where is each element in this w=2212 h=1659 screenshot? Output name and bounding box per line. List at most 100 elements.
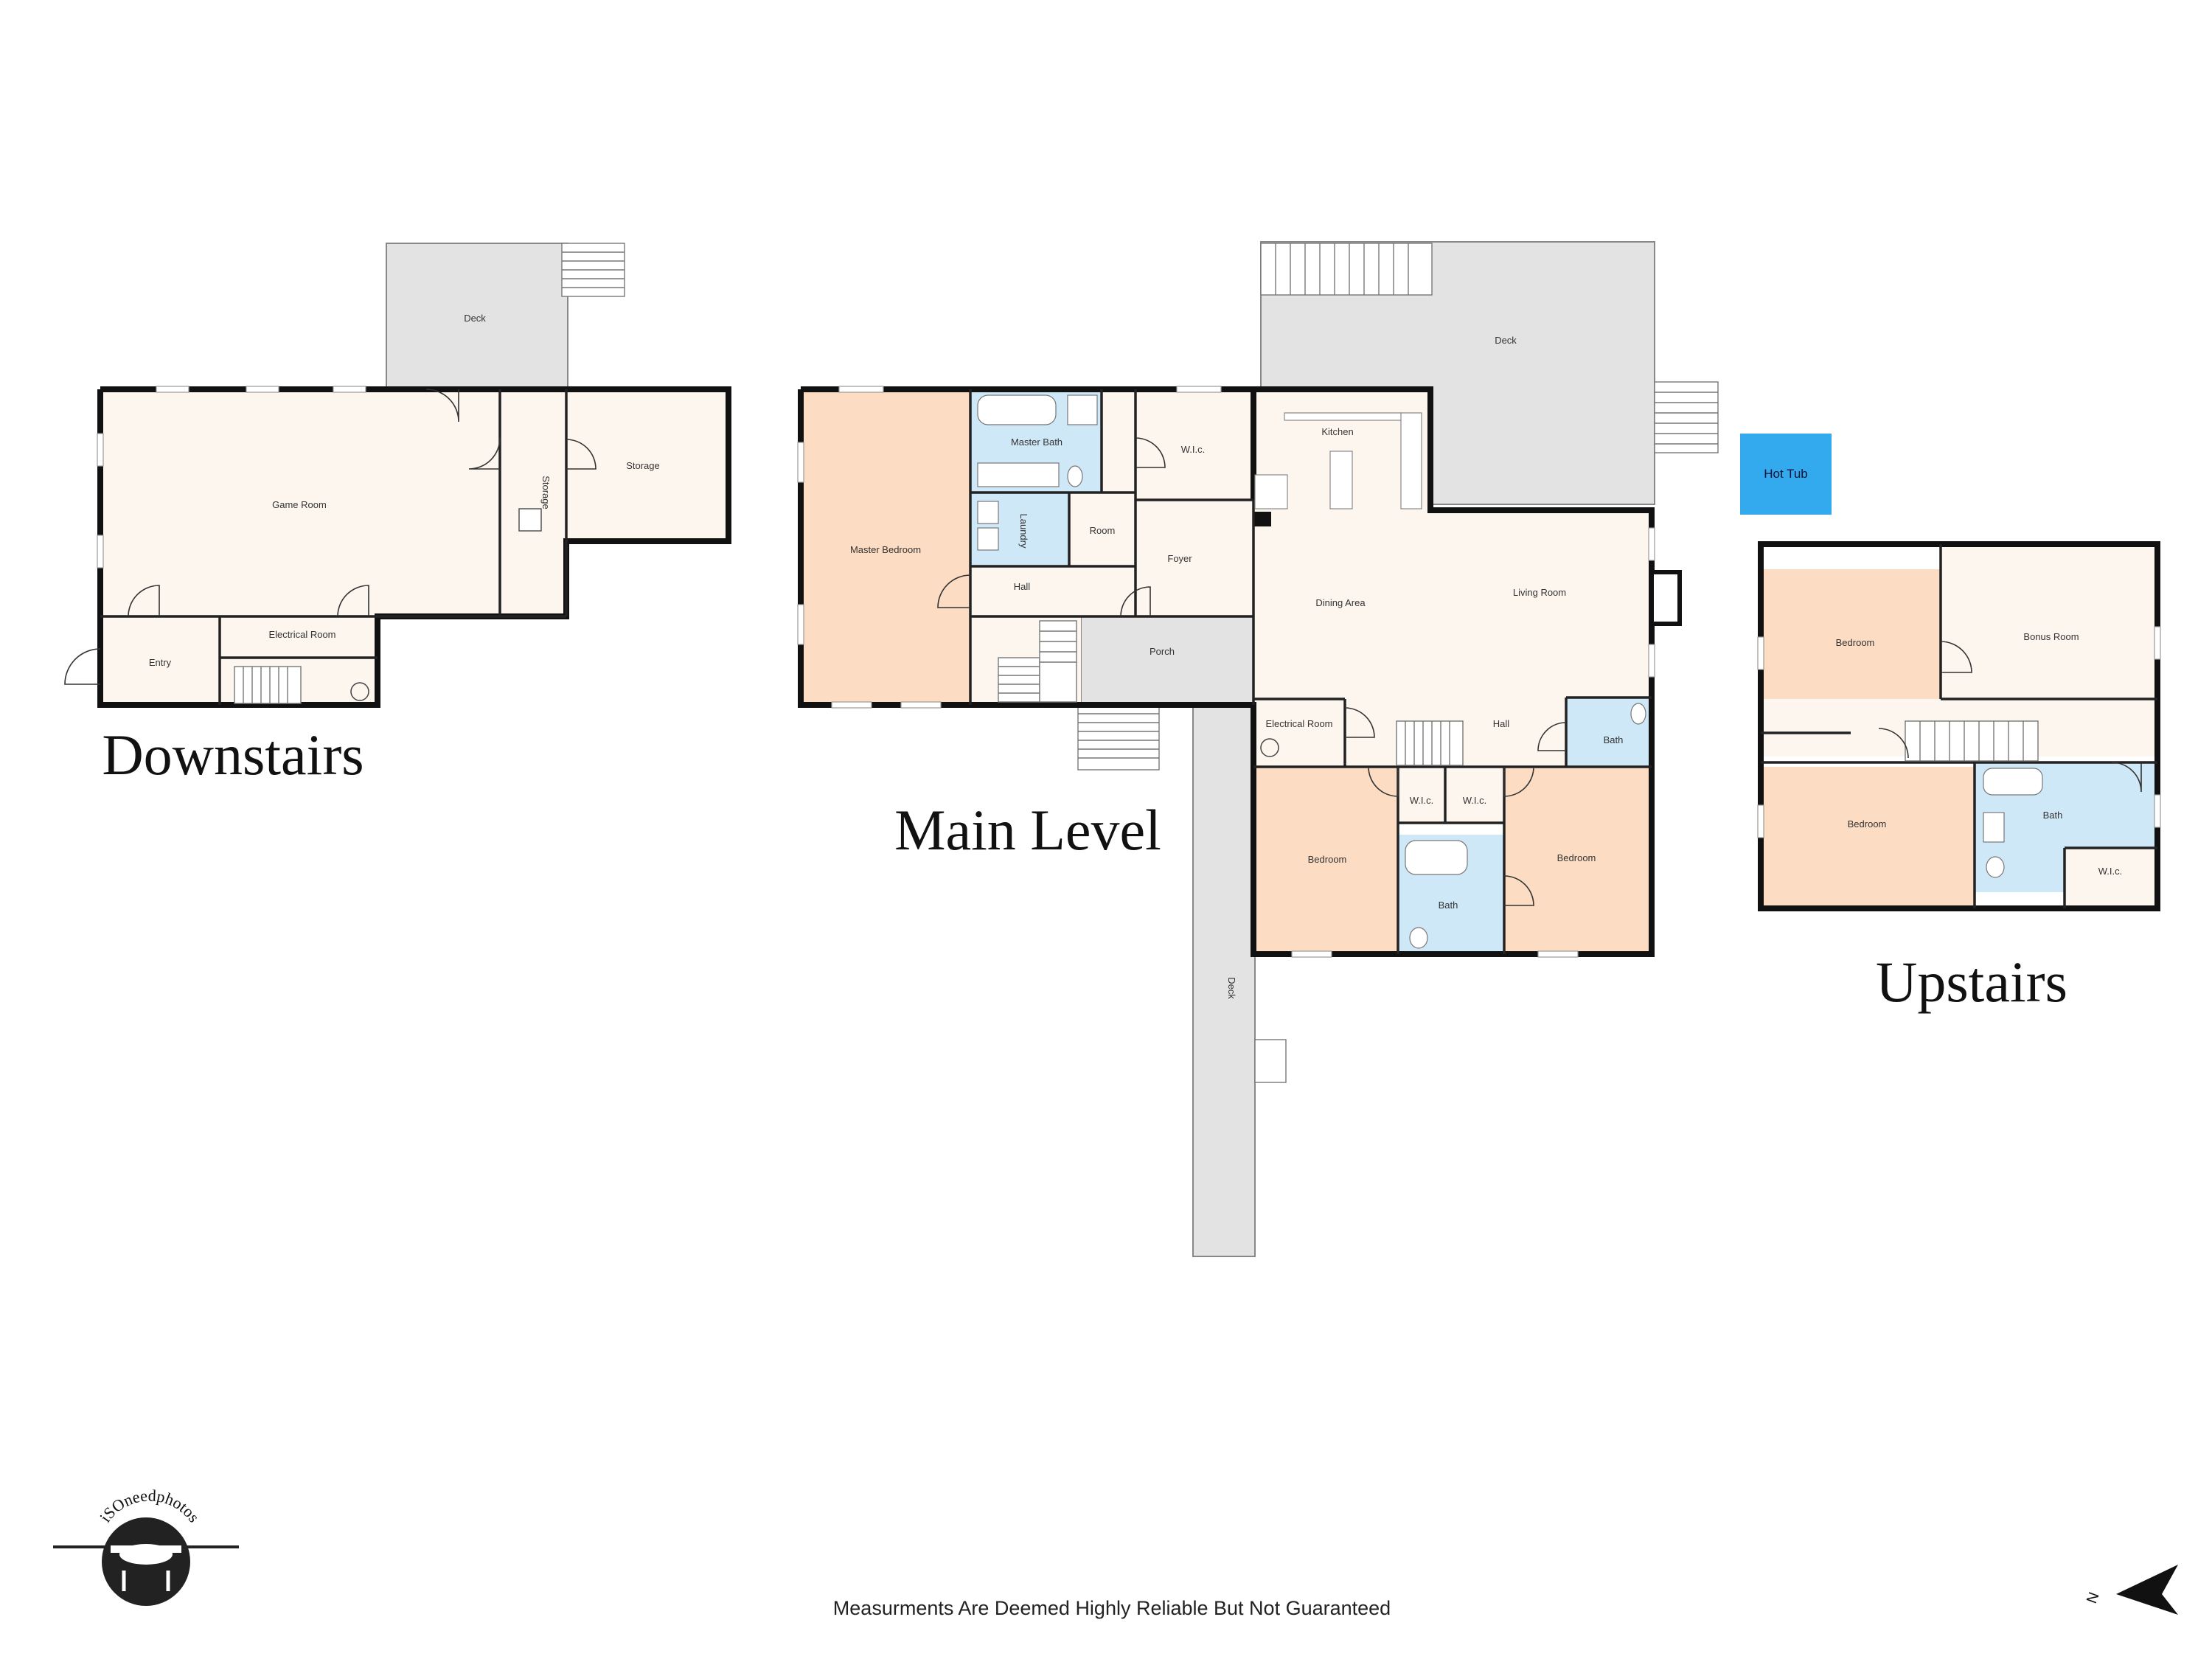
room-label-wic-a: W.I.c. [1410, 795, 1434, 806]
wic-a [1398, 767, 1445, 823]
north-arrow-icon [2116, 1565, 2178, 1615]
stairs-main-west [998, 620, 1077, 703]
door-bedroom-b [1503, 766, 1534, 797]
wic-b [1445, 767, 1504, 823]
room-label-up-bedroom-1: Bedroom [1836, 637, 1875, 648]
porch-stairs [1077, 704, 1160, 771]
room-label-electrical-down: Electrical Room [268, 629, 335, 640]
stairs-main-hall [1396, 720, 1464, 766]
up-wic [2065, 848, 2157, 908]
door-storage-2 [566, 439, 597, 470]
room-label-kitchen: Kitchen [1321, 426, 1353, 437]
up-bedroom-1 [1761, 569, 1941, 699]
shower-master [1067, 394, 1098, 425]
room-label-master-bedroom: Master Bedroom [850, 544, 921, 555]
deck-long-stairs [1254, 1039, 1287, 1083]
room-label-porch: Porch [1150, 646, 1175, 657]
door-entry [128, 585, 160, 617]
toilet-master [1067, 465, 1083, 487]
living-dining [1253, 510, 1652, 708]
bonus-room [1941, 544, 2157, 699]
sink-up [1983, 812, 2005, 843]
door-bath-main [1537, 722, 1567, 751]
closet-strip [1102, 389, 1135, 493]
game-room [100, 389, 500, 616]
toilet-up [1986, 856, 2005, 878]
room-label-up-bedroom-2: Bedroom [1848, 818, 1887, 830]
electrical-panel-icon [350, 682, 369, 701]
room-label-storage-small: Storage [540, 476, 552, 509]
room-label-hall-west: Hall [1014, 581, 1031, 592]
door-exterior-entry [64, 648, 101, 685]
door-up-bath [2111, 762, 2142, 793]
door-foyer [1120, 586, 1151, 617]
deck-main-stairs [1260, 243, 1719, 453]
room-label-room: Room [1090, 525, 1116, 536]
compass-letter: N [2084, 1590, 2103, 1606]
room-label-master-bath: Master Bath [1011, 437, 1062, 448]
door-bedroom-b-closet [1503, 875, 1534, 906]
room-label-storage: Storage [626, 460, 660, 471]
room-label-entry: Entry [149, 657, 172, 668]
room-label-bedroom-a: Bedroom [1308, 854, 1347, 865]
compass: N [2084, 1565, 2178, 1615]
toilet-bath-main [1630, 703, 1646, 725]
foyer [1135, 500, 1253, 616]
door-up-bedroom-2 [1878, 728, 1909, 759]
wic-master [1135, 389, 1253, 500]
room-label-deck-down: Deck [464, 313, 486, 324]
upstairs-outline [1758, 541, 2160, 911]
level-title-upstairs: Upstairs [1876, 950, 2067, 1014]
room-label-hot-tub: Hot Tub [1764, 467, 1808, 481]
deck-long [1192, 704, 1256, 1257]
main-level-plan: Deck Hot Tub Master Bedroom Master Bath … [797, 241, 1832, 1257]
door-electrical-main [1344, 707, 1375, 738]
fireplace [1649, 570, 1682, 626]
storage-room [566, 389, 728, 541]
stairs-upstairs [1905, 720, 2039, 762]
door-up-bedroom-1 [1940, 641, 1972, 673]
room-label-game-room: Game Room [272, 499, 327, 510]
bathtub-mid [1405, 840, 1468, 875]
bedroom-b [1504, 767, 1652, 954]
up-bedroom-2 [1761, 767, 1975, 907]
door-wic [1135, 437, 1166, 468]
door-game-room [425, 389, 459, 422]
room-label-wic-b: W.I.c. [1463, 795, 1487, 806]
deck-stairs [561, 243, 625, 297]
toilet-mid [1409, 927, 1428, 949]
dryer [977, 527, 999, 551]
room-label-bath-main: Bath [1604, 734, 1624, 745]
room-label-laundry: Laundry [1018, 514, 1029, 549]
door-storage [468, 437, 501, 470]
room-label-bonus-room: Bonus Room [2023, 631, 2079, 642]
water-heater [518, 508, 542, 532]
room-label-dining: Dining Area [1315, 597, 1366, 608]
level-title-main: Main Level [894, 798, 1161, 862]
hot-tub [1740, 434, 1832, 515]
hall-west [970, 566, 1135, 616]
door-bedroom-a [1368, 766, 1399, 797]
room-label-long-deck: Deck [1226, 977, 1237, 999]
room-label-wic-master: W.I.c. [1181, 444, 1206, 455]
room-small [1069, 493, 1135, 566]
level-title-downstairs: Downstairs [102, 723, 364, 787]
kitchen-island [1329, 451, 1353, 509]
room-label-living: Living Room [1513, 587, 1566, 598]
photographer-logo: iSOneedphotos [53, 1486, 239, 1606]
room-label-foyer: Foyer [1167, 553, 1192, 564]
door-master-bedroom [937, 574, 971, 608]
electrical-main [1253, 705, 1345, 767]
upstairs-plan: Bedroom Bonus Room Bedroom Bath W.I.c. [1757, 541, 2161, 911]
room-label-electrical-main: Electrical Room [1265, 718, 1332, 729]
room-label-bedroom-b: Bedroom [1557, 852, 1596, 863]
column [1253, 512, 1271, 526]
stairs-downstairs [234, 666, 302, 704]
room-label-up-wic: W.I.c. [2098, 866, 2123, 877]
deck-downstairs [386, 243, 568, 390]
vanity-master [977, 462, 1060, 487]
porch [1080, 616, 1256, 706]
bathtub-master [977, 394, 1057, 425]
